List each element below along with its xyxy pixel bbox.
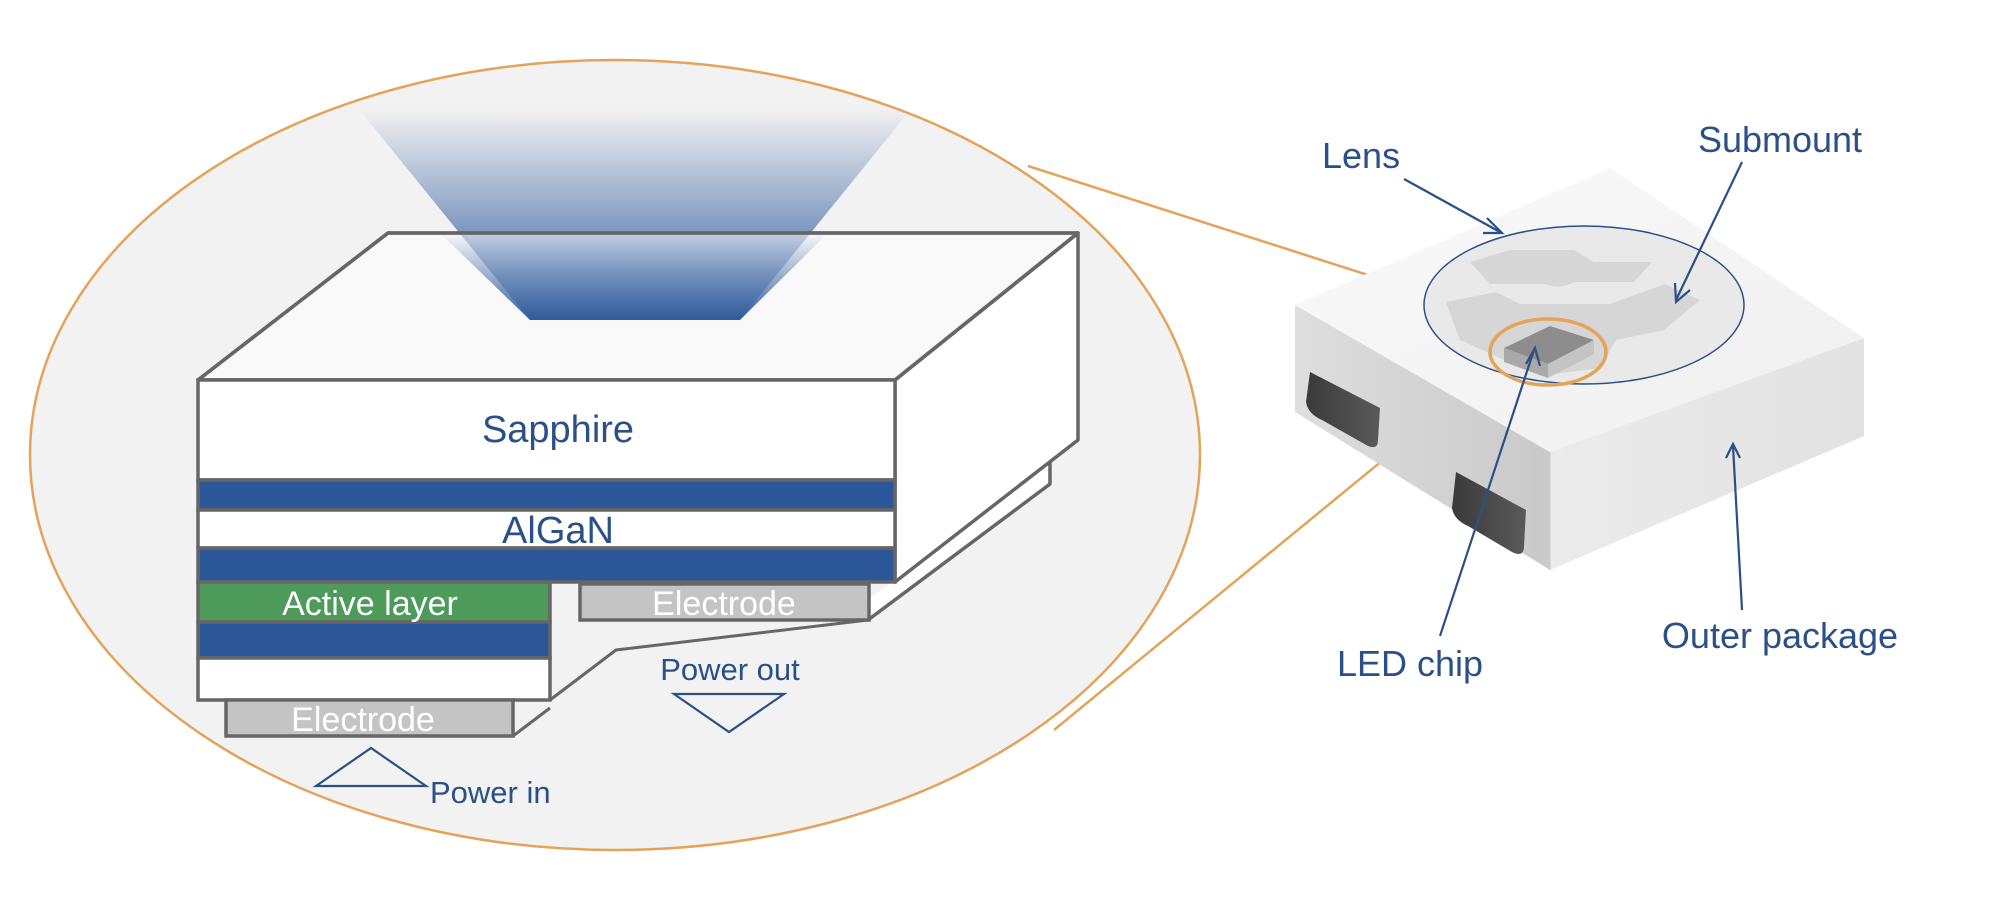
power-out-arrow-icon [670,692,788,734]
blue-layer-3 [196,620,552,660]
active-layer [196,580,552,624]
chip-callout-circle [1488,317,1608,387]
led-chip-label: LED chip [1337,643,1483,684]
sapphire-layer [196,378,897,482]
electrode-right [578,582,871,622]
bottom-layer [196,656,552,702]
contact-pad-2 [1452,472,1526,554]
led-package [1295,168,1864,570]
active-layer-label: Active layer [282,585,458,623]
led-chip-arrow [1438,349,1536,637]
algan-label: AlGaN [502,510,614,552]
submount-arrow-head-icon [1673,282,1691,305]
power-in-arrow-icon [312,746,430,788]
led-chip-arrow-head-icon [1525,345,1542,367]
algan-layer [196,508,897,550]
light-beam-top [440,233,828,320]
submount-label: Submount [1698,119,1862,160]
power-in-label: Power in [430,775,551,810]
package-labels: Lens Submount LED chip Outer package [1322,119,1898,684]
electrode-bottom-label: Electrode [291,701,435,739]
chip-layers [196,378,897,738]
outer-package-arrow [1731,445,1744,611]
led-chip-side [1548,340,1594,378]
outer-package-label: Outer package [1662,615,1898,656]
blue-layer-2 [196,546,897,584]
lens-label: Lens [1322,135,1400,176]
electrode-right-label: Electrode [652,585,796,623]
blue-layer-1 [196,478,897,512]
electrode-bottom [224,698,515,738]
led-chip-top [1504,326,1594,364]
package-right-face [1550,338,1864,570]
lens-arrow [1403,178,1501,233]
submount-arrow [1675,161,1743,301]
step-edge [549,618,869,702]
contact-pad-1 [1306,372,1380,448]
electrode-depth-edge [512,706,551,738]
outer-package-arrow-head-icon [1725,441,1741,459]
submount-trace-upper [1470,250,1652,287]
lens-arrow-head-icon [1483,217,1505,235]
sapphire-label: Sapphire [482,409,634,451]
zoom-view: Sapphire AlGaN Active layer Electrode El… [28,58,1202,852]
power-out-label: Power out [660,652,800,687]
